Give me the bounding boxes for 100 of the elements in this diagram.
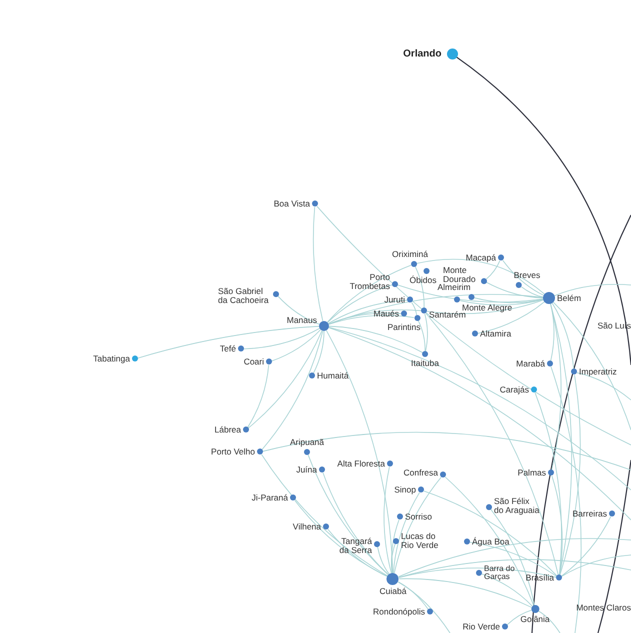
city-label: São Gabriel da Cachoeira [218, 287, 270, 305]
route-line [414, 266, 425, 308]
route-line [262, 432, 631, 470]
city-label: Cuiabá [380, 587, 406, 596]
route-line [460, 299, 544, 306]
city-label: Manaus [286, 316, 317, 324]
city-label: Coari [244, 358, 264, 366]
city-label: Confresa [404, 468, 438, 478]
route-line [502, 260, 544, 296]
route-line [316, 206, 631, 446]
city-label: Montes Claros [576, 604, 631, 612]
city-label: Oriximiná [392, 250, 428, 259]
route-line [576, 372, 631, 400]
route-line [328, 314, 414, 325]
route-line [247, 364, 270, 428]
route-line [486, 260, 500, 280]
route-line [416, 258, 545, 294]
route-line [294, 500, 388, 577]
city-label: Lábrea [214, 426, 241, 434]
city-label: Rio Verde [462, 622, 500, 632]
route-line [560, 374, 581, 576]
route-line [481, 574, 533, 606]
route-line [423, 490, 558, 576]
route-line [411, 302, 417, 316]
city-label: Tangará da Serra [338, 537, 372, 555]
city-label: Aripuanã [290, 438, 324, 447]
city-label: Macapá [466, 254, 496, 262]
city-label: Boa Vista [274, 200, 310, 208]
city-label: Carajás [500, 386, 529, 394]
city-label: Maués [373, 310, 399, 318]
route-line [554, 284, 631, 296]
city-label: Altamira [480, 330, 512, 338]
route-line [384, 466, 392, 574]
city-label: Palmas [518, 468, 546, 478]
city-label: Água Boa [472, 538, 510, 546]
route-line [313, 330, 324, 374]
city-label: Ji-Paraná [252, 494, 288, 502]
route-line [328, 310, 422, 324]
route-line [534, 392, 562, 576]
route-line [550, 366, 582, 633]
route-line [398, 578, 532, 608]
city-label: Porto Trombetas [348, 273, 390, 291]
route-line [470, 542, 557, 577]
route-line [308, 454, 389, 576]
route-line [561, 516, 612, 577]
route-line [328, 326, 423, 353]
city-label: Barra do Garças [484, 564, 516, 582]
route-line [474, 297, 544, 304]
city-label: Marabá [516, 360, 545, 368]
route-line [561, 554, 631, 577]
route-line [426, 300, 544, 314]
city-label: Porto Velho [211, 448, 255, 456]
city-label: Almeirim [437, 283, 471, 292]
city-label: Itaituba [411, 359, 439, 368]
route-line [322, 472, 389, 576]
route-line [312, 206, 324, 322]
route-line [248, 330, 322, 428]
route-line [326, 330, 394, 574]
route-line [391, 544, 396, 574]
route-line [550, 303, 562, 470]
city-label: Vilhena [292, 522, 321, 532]
route-line [426, 312, 559, 576]
city-label: Juína [296, 466, 317, 474]
route-line [486, 282, 544, 298]
city-label: São Félix do Araguaia [494, 497, 540, 515]
city-label: Tefé [220, 344, 236, 354]
route-line [391, 519, 400, 574]
route-line [418, 320, 426, 352]
route-line [394, 476, 442, 574]
route-line [398, 582, 450, 633]
city-label: Tabatinga [93, 354, 130, 364]
route-line [398, 559, 631, 578]
route-line [490, 509, 535, 606]
route-line [377, 546, 390, 575]
city-label: Humaitá [317, 372, 349, 380]
route-line [328, 327, 631, 520]
city-label: Sorriso [405, 512, 432, 522]
city-label: Monte Alegre [462, 304, 512, 312]
route-line [328, 528, 388, 577]
city-label: Santarém [429, 310, 466, 320]
route-line [552, 302, 574, 370]
route-line [398, 581, 429, 610]
route-line [478, 301, 545, 334]
route-line [424, 314, 428, 352]
city-label: Parintins [387, 323, 421, 332]
route-line [326, 264, 412, 323]
city-label: Belém [557, 294, 582, 302]
city-label: Juruti [384, 296, 405, 304]
route-line [393, 492, 420, 574]
city-label: Rondonópolis [373, 608, 425, 616]
route-line [397, 284, 544, 302]
route-line [327, 284, 392, 323]
city-label: Lucas do Rio Verde [401, 532, 440, 550]
city-label: Alta Floresta [337, 460, 385, 468]
city-label: Óbidos [410, 276, 436, 285]
route-line [456, 56, 631, 366]
route-line [271, 329, 321, 362]
route-line [521, 286, 544, 298]
route-line [278, 296, 320, 325]
route-line [262, 330, 324, 450]
